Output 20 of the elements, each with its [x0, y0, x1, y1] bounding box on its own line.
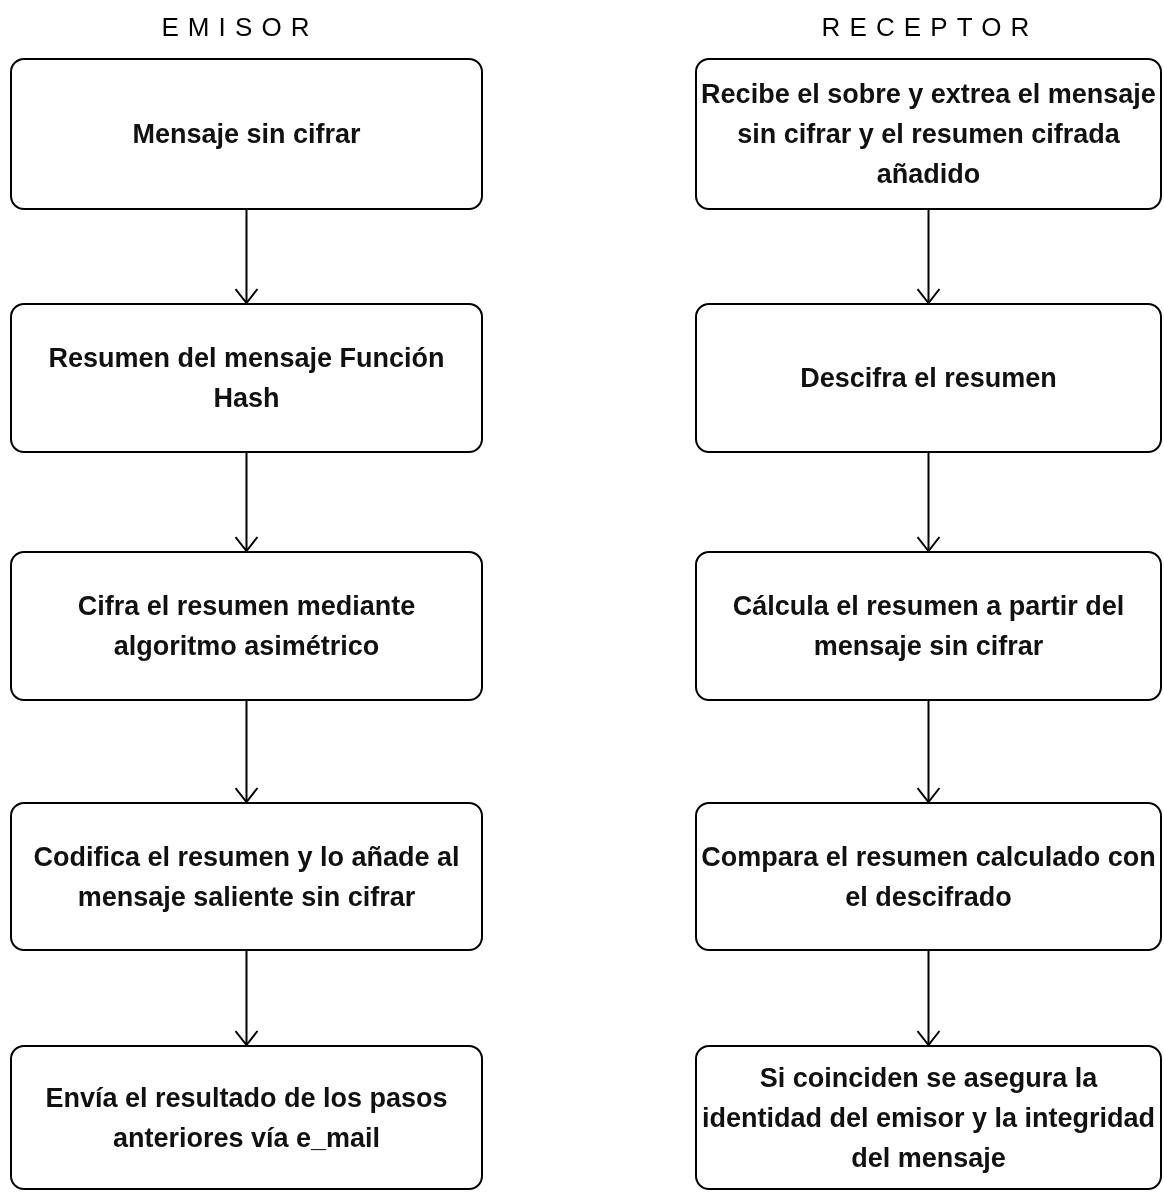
process-box: Codifica el resumen y lo añade al mensaje saliente sin cifrar: [10, 802, 483, 951]
column-heading: RECEPTOR: [821, 11, 1039, 44]
process-box: Recibe el sobre y extrea el mensaje sin cifrar y el resumen cifrada añadido: [695, 58, 1162, 210]
process-box: Cifra el resumen mediante algoritmo asimétrico: [10, 551, 483, 701]
process-box: Compara el resumen calculado con el descifrado: [695, 802, 1162, 951]
arrow: [234, 209, 259, 304]
arrow: [234, 700, 259, 803]
column-heading: EMISOR: [161, 11, 319, 44]
arrow: [916, 700, 941, 803]
arrow: [234, 452, 259, 552]
arrow: [234, 950, 259, 1046]
process-box: Si coinciden se asegura la identidad del emisor y la integridad del mensaje: [695, 1045, 1162, 1190]
process-box: Resumen del mensaje Función Hash: [10, 303, 483, 453]
process-box: Descifra el resumen: [695, 303, 1162, 453]
arrow: [916, 209, 941, 304]
process-box: Mensaje sin cifrar: [10, 58, 483, 210]
arrow: [916, 950, 941, 1046]
process-box: Envía el resultado de los pasos anteriores vía e_mail: [10, 1045, 483, 1190]
process-box: Cálcula el resumen a partir del mensaje sin cifrar: [695, 551, 1162, 701]
arrow: [916, 452, 941, 552]
